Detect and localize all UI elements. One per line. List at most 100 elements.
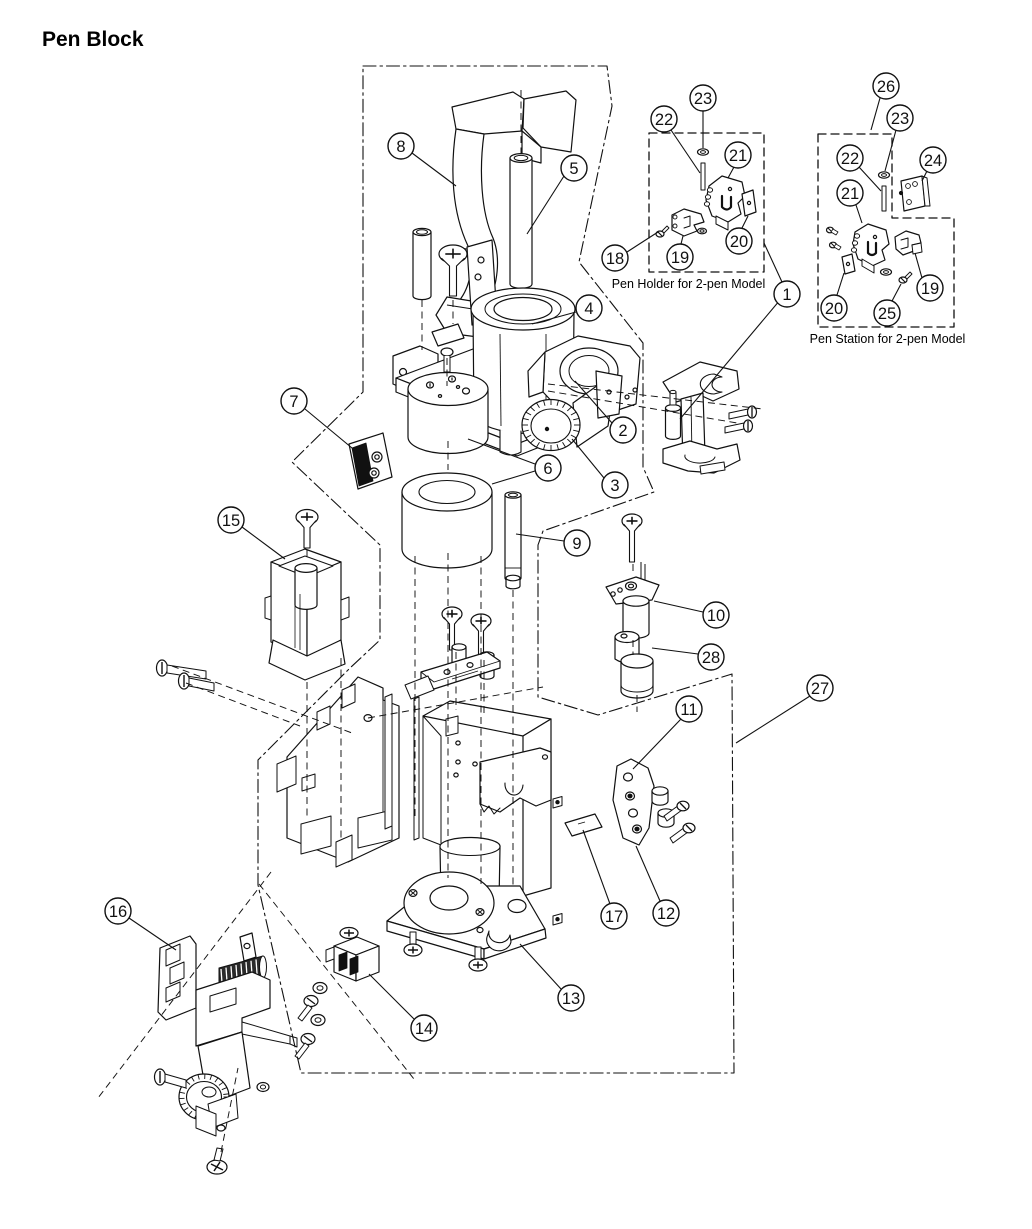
callout-circle <box>689 84 717 112</box>
callout-number: 21 <box>729 147 747 165</box>
part-16-station <box>153 932 298 1175</box>
part-5-tube <box>509 153 533 289</box>
pen-station-parts <box>825 171 931 284</box>
callout-13: 13 <box>519 943 585 1012</box>
callout-circle <box>650 105 678 133</box>
callout-26: 26 <box>870 72 900 131</box>
callout-11: 11 <box>632 695 703 770</box>
callout-number: 23 <box>891 110 909 128</box>
callout-18: 18 <box>601 231 659 272</box>
callout-number: 14 <box>415 1020 433 1038</box>
callout-22: 22 <box>836 144 882 192</box>
callout-number: 20 <box>730 233 748 251</box>
callout-number: 27 <box>811 680 829 698</box>
callout-circle <box>806 674 834 702</box>
callout-circle <box>773 280 801 308</box>
leader-line <box>741 215 749 229</box>
part-17-plate <box>564 813 603 837</box>
callout-circle <box>916 274 944 302</box>
callout-circle <box>675 695 703 723</box>
leader-line <box>727 166 735 179</box>
leader-line <box>531 311 577 325</box>
leader-line <box>921 170 928 182</box>
leader-line <box>651 647 699 655</box>
callout-number: 24 <box>924 152 942 170</box>
callout-4: 4 <box>531 294 603 325</box>
callout-circle <box>919 146 947 174</box>
callout-circle <box>652 899 680 927</box>
callout-28: 28 <box>651 643 725 671</box>
callout-circle <box>280 387 308 415</box>
callout-circle <box>601 471 629 499</box>
callout-10: 10 <box>653 600 730 629</box>
callout-circle <box>724 141 752 169</box>
callout-circle <box>600 902 628 930</box>
callout-1: 1 <box>679 242 801 420</box>
callout-circle <box>873 299 901 327</box>
callout-23: 23 <box>884 104 914 172</box>
callout-number: 25 <box>878 305 896 323</box>
leader-line <box>304 408 353 449</box>
callout-number: 11 <box>680 701 697 719</box>
callout-27: 27 <box>735 674 834 744</box>
pen-holder-caption: Pen Holder for 2-pen Model <box>612 277 766 291</box>
leader-line <box>653 600 704 613</box>
callout-circle <box>104 897 132 925</box>
part-12-screws <box>651 786 696 844</box>
part-11-link <box>612 758 655 846</box>
leader-line <box>368 973 415 1020</box>
screw-10 <box>621 513 643 563</box>
callout-7: 7 <box>280 387 353 449</box>
callout-circle <box>575 294 603 322</box>
callout-15: 15 <box>217 506 286 560</box>
callout-22: 22 <box>650 105 701 174</box>
callout-number: 19 <box>921 280 939 298</box>
callout-16: 16 <box>104 897 177 951</box>
callout-number: 4 <box>584 300 593 318</box>
callout-23: 23 <box>689 84 717 148</box>
callout-17: 17 <box>582 829 628 930</box>
leader-line <box>870 97 881 131</box>
callout-21: 21 <box>724 141 752 179</box>
leader-line <box>914 252 923 279</box>
callout-circle <box>886 104 914 132</box>
callout-6: 6 <box>467 438 562 485</box>
pen-holder-parts <box>655 148 757 238</box>
callout-number: 26 <box>877 78 895 96</box>
leader-line <box>763 242 783 283</box>
callout-number: 16 <box>109 903 127 921</box>
callout-number: 6 <box>543 460 552 478</box>
callout-number: 10 <box>707 607 725 625</box>
screw-pair-15 <box>155 659 215 692</box>
leader-line <box>836 272 845 296</box>
callout-24: 24 <box>919 146 947 182</box>
callout-number: 22 <box>655 111 673 129</box>
leader-line <box>582 829 611 905</box>
part-10-bracket <box>605 562 660 639</box>
callout-circle <box>872 72 900 100</box>
callout-circle <box>387 132 415 160</box>
part-6-solenoid <box>401 371 493 569</box>
callout-number: 28 <box>702 649 720 667</box>
callout-14: 14 <box>368 973 438 1042</box>
callout-12: 12 <box>635 845 680 927</box>
callout-25: 25 <box>873 283 902 327</box>
callout-circle <box>601 244 629 272</box>
callout-circle <box>217 506 245 534</box>
leader-line <box>679 299 781 420</box>
part-14-connector <box>294 926 380 1060</box>
callout-number: 3 <box>610 477 619 495</box>
callout-circle <box>563 529 591 557</box>
callout-circle <box>560 154 588 182</box>
callout-number: 21 <box>841 185 859 203</box>
leader-line <box>735 695 811 744</box>
pen-station-caption: Pen Station for 2-pen Model <box>810 332 966 346</box>
leader-line <box>571 438 605 479</box>
callout-number: 2 <box>618 422 627 440</box>
callout-circle <box>820 294 848 322</box>
callout-19: 19 <box>666 235 694 271</box>
callout-circle <box>836 144 864 172</box>
callout-2: 2 <box>574 380 637 444</box>
